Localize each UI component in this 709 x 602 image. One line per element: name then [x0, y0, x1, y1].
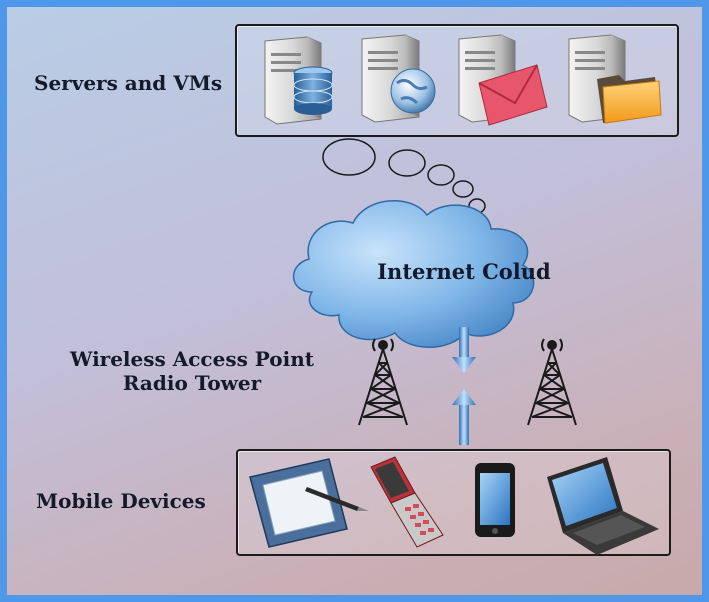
- smartphone-icon: [475, 463, 515, 537]
- diagram-graphics: Internet Colud: [249, 34, 662, 555]
- file-server-icon: [568, 34, 662, 124]
- flip-phone-icon: [370, 456, 444, 548]
- radio-tower-icon: [358, 338, 408, 426]
- tablet-pen-icon: [249, 458, 369, 548]
- mobile-devices-label: Mobile Devices: [36, 489, 206, 513]
- down-arrow: [452, 327, 476, 373]
- wireless-label-line2: Radio Tower: [122, 371, 262, 395]
- servers-label: Servers and VMs: [34, 71, 223, 95]
- up-arrow: [452, 389, 476, 445]
- web-server-icon: [361, 34, 436, 123]
- laptop-icon: [547, 457, 659, 555]
- mail-server-icon: [458, 34, 548, 126]
- diagram-canvas: Internet Colud: [7, 7, 702, 595]
- database-server-icon: [264, 36, 333, 125]
- cloud-label: Internet Colud: [377, 259, 551, 284]
- internet-cloud-icon: [292, 199, 535, 348]
- radio-tower-icon: [527, 338, 577, 426]
- wireless-label-line1: Wireless Access Point: [69, 347, 315, 371]
- wireless-access-point-label: Wireless Access Point Radio Tower: [47, 347, 337, 395]
